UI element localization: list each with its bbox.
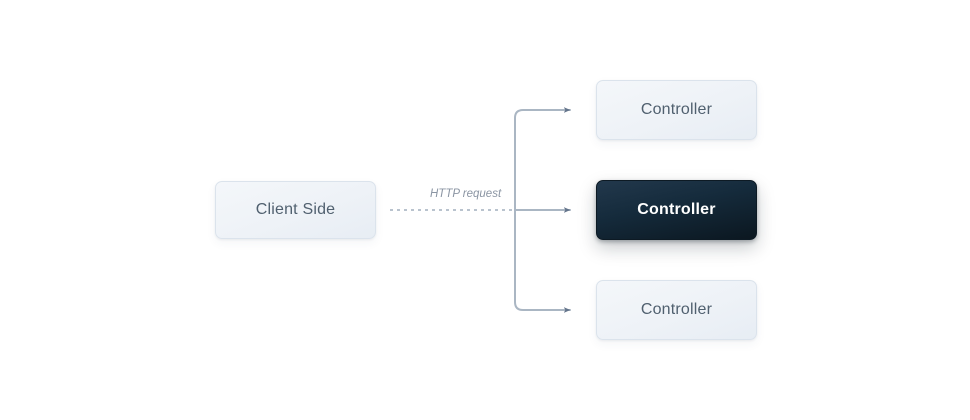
node-controller-2-active[interactable]: Controller — [596, 180, 757, 240]
edge-label-http-request: HTTP request — [430, 188, 502, 200]
node-client-side-label: Client Side — [255, 201, 336, 218]
node-controller-3[interactable]: Controller — [596, 280, 757, 340]
edge-branch-top — [514, 107, 571, 119]
node-controller-1-label: Controller — [640, 101, 713, 118]
edge-branch-bottom — [514, 301, 571, 313]
node-controller-1[interactable]: Controller — [596, 80, 757, 140]
node-controller-2-label: Controller — [637, 201, 716, 218]
node-client-side[interactable]: Client Side — [215, 181, 376, 239]
node-controller-3-label: Controller — [640, 301, 713, 318]
